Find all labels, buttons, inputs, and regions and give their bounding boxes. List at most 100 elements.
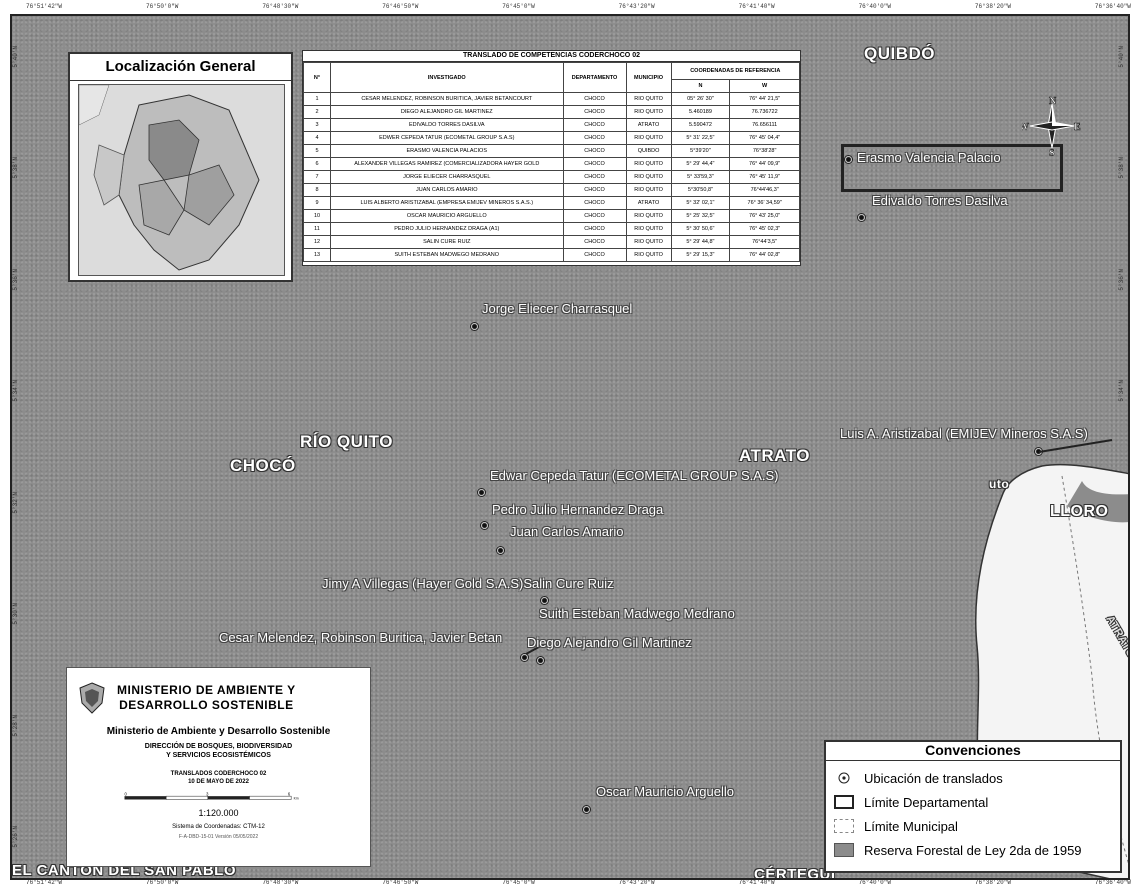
table-cell: CHOCO bbox=[562, 235, 627, 249]
site-marker bbox=[470, 322, 479, 331]
leader-line bbox=[1038, 439, 1113, 453]
table-cell: 5° 29' 44,4" bbox=[670, 157, 731, 171]
table-cell: 6 bbox=[303, 157, 331, 171]
coordinate-tick: 76°50'0"W bbox=[145, 3, 179, 10]
table-cell: 1 bbox=[303, 92, 331, 106]
table-cell: 05° 26' 30" bbox=[670, 92, 731, 106]
coordinate-tick: 5°32'N bbox=[12, 491, 19, 514]
table-cell: CHOCO bbox=[562, 183, 627, 197]
table-cell: 10 bbox=[303, 209, 331, 223]
coordinate-tick: 76°43'20"W bbox=[618, 3, 655, 10]
table-cell: 76° 45' 04,4" bbox=[729, 131, 800, 145]
table-cell: JORGE ELIECER CHARRASQUEL bbox=[330, 170, 564, 184]
table-header: COORDENADAS DE REFERENCIA bbox=[670, 62, 801, 80]
site-label-jimy-salin: Jimy A Villegas (Hayer Gold S.A.S)Salin … bbox=[322, 576, 614, 591]
legend-title: Convenciones bbox=[826, 742, 1120, 761]
table-header: W bbox=[729, 79, 800, 93]
table-cell: 76° 43' 25,0" bbox=[729, 209, 800, 223]
coordinate-tick: 76°50'0"W bbox=[145, 879, 179, 886]
site-label-jorge: Jorge Eliecer Charrasquel bbox=[482, 301, 633, 316]
table-cell: CHOCO bbox=[562, 118, 627, 132]
table-cell: OSCAR MAURICIO ARGUELLO bbox=[330, 209, 564, 223]
table-cell: RIO QUITO bbox=[625, 183, 672, 197]
coordinate-tick: 76°45'0"W bbox=[502, 3, 535, 10]
table-cell: 76° 45' 02,3" bbox=[729, 222, 800, 236]
table-cell: DIEGO ALEJANDRO GIL MARTINEZ bbox=[330, 105, 564, 119]
table-cell: CHOCO bbox=[562, 105, 627, 119]
table-title: TRANSLADO DE COMPETENCIAS CODERCHOCO 02 bbox=[303, 51, 800, 62]
compass-s: S bbox=[1049, 148, 1055, 156]
logo-line1: MINISTERIO DE AMBIENTE Y bbox=[117, 683, 296, 697]
coordinate-tick: 5°40'N bbox=[12, 46, 19, 68]
table-cell: 11 bbox=[303, 222, 331, 236]
coordinate-tick: 5°34'N bbox=[12, 380, 19, 403]
table-cell: ERASMO VALENCIA PALACIOS bbox=[330, 144, 564, 158]
place-choco: CHOCÓ bbox=[230, 456, 296, 475]
coordinate-tick: 76°41'40"W bbox=[738, 3, 775, 10]
table-cell: 5°39'20" bbox=[670, 144, 731, 158]
forest-reserve-icon bbox=[834, 843, 854, 857]
table-cell: SALIN CURE RUIZ bbox=[330, 235, 564, 249]
compass-e: E bbox=[1074, 122, 1081, 133]
translation-table: TRANSLADO DE COMPETENCIAS CODERCHOCO 02 … bbox=[302, 50, 801, 266]
place-uto: uto bbox=[989, 477, 1010, 491]
table-cell: CHOCO bbox=[562, 92, 627, 106]
table-cell: 76° 44' 09,9" bbox=[729, 157, 800, 171]
table-cell: 5° 29' 15,3" bbox=[670, 248, 731, 262]
table-cell: 5°30'50,8" bbox=[670, 183, 731, 197]
table-cell: CHOCO bbox=[562, 248, 627, 262]
table-cell: RIO QUITO bbox=[625, 235, 672, 249]
table-cell: 76°38'28" bbox=[729, 144, 800, 158]
table-cell: 13 bbox=[303, 248, 331, 262]
table-cell: PEDRO JULIO HERNANDEZ DRAGA (A1) bbox=[330, 222, 564, 236]
site-location-icon bbox=[838, 772, 850, 784]
coordinate-tick: 76°51'42"W bbox=[26, 879, 63, 886]
site-label-pedro: Pedro Julio Hernandez Draga bbox=[492, 502, 664, 517]
logo-line2: DESARROLLO SOSTENIBLE bbox=[119, 698, 294, 712]
coordinate-tick: 76°36'40"W bbox=[1094, 879, 1131, 886]
table-cell: 5° 30' 50,6" bbox=[670, 222, 731, 236]
scale-bar: 0 3 6 Km bbox=[124, 792, 299, 801]
coordinate-tick: 76°48'30"W bbox=[262, 3, 299, 10]
legend-label: Límite Municipal bbox=[864, 818, 958, 834]
ministry-logo-text: MINISTERIO DE AMBIENTE Y DESARROLLO SOST… bbox=[117, 683, 296, 713]
coordinate-tick: 76°46'50"W bbox=[382, 879, 419, 886]
table-cell: JUAN CARLOS AMARIO bbox=[330, 183, 564, 197]
coordinate-tick: 76°46'50"W bbox=[382, 3, 419, 10]
table-cell: 9 bbox=[303, 196, 331, 210]
coordinate-tick: 5°36'N bbox=[12, 268, 19, 291]
coordinate-tick: 76°38'20"W bbox=[974, 879, 1011, 886]
table-cell: 7 bbox=[303, 170, 331, 184]
site-label-luis: Luis A. Aristizabal (EMIJEV Mineros S.A.… bbox=[840, 426, 1088, 441]
compass-rose-icon: N S E W bbox=[1022, 96, 1081, 156]
table-cell: 5° 31' 22,5" bbox=[670, 131, 731, 145]
table-cell: ALEXANDER VILLEGAS RAMIREZ (COMERCIALIZA… bbox=[330, 157, 564, 171]
table-cell: 5° 33'59,3" bbox=[670, 170, 731, 184]
table-cell: 5 bbox=[303, 144, 331, 158]
scale-tick: 6 bbox=[288, 792, 291, 796]
direccion: DIRECCIÓN DE BOSQUES, BIODIVERSIDAD Y SE… bbox=[67, 742, 370, 760]
table-cell: CHOCO bbox=[562, 196, 627, 210]
site-marker bbox=[480, 521, 489, 530]
coordinate-tick: 76°36'40"W bbox=[1094, 3, 1131, 10]
site-marker bbox=[857, 213, 866, 222]
site-label-juan: Juan Carlos Amario bbox=[510, 524, 624, 539]
table-cell: RIO QUITO bbox=[625, 170, 672, 184]
table-header: INVESTIGADO bbox=[330, 62, 564, 93]
compass-n: N bbox=[1049, 96, 1057, 107]
legend-label: Límite Departamental bbox=[864, 794, 989, 810]
legend-box: Convenciones Ubicación de translados Lím… bbox=[824, 740, 1122, 873]
table-cell: 4 bbox=[303, 131, 331, 145]
table-cell: RIO QUITO bbox=[625, 157, 672, 171]
location-overview-box: Localización General bbox=[68, 52, 293, 282]
coordinate-tick: 5°28'N bbox=[12, 714, 19, 737]
coordinate-tick: 5°38'N bbox=[12, 157, 19, 180]
